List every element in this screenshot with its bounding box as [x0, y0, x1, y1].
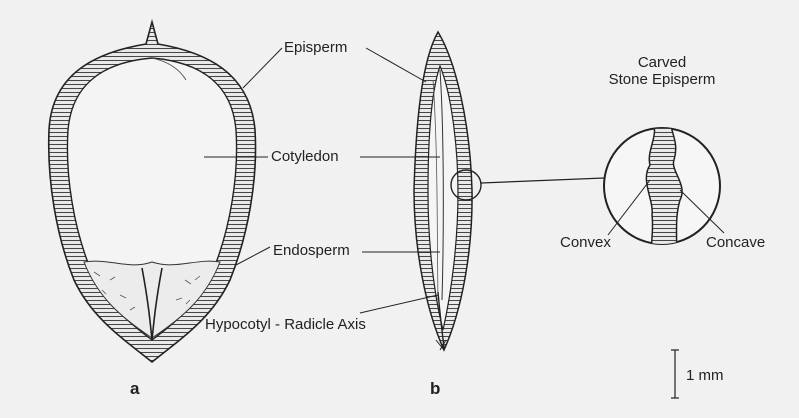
- label-episperm: Episperm: [284, 40, 347, 55]
- label-endosperm: Endosperm: [273, 243, 350, 258]
- label-concave: Concave: [706, 235, 765, 250]
- label-hypocotyl-radicle-axis: Hypocotyl - Radicle Axis: [205, 317, 366, 332]
- scale-bar-label: 1 mm: [686, 368, 724, 383]
- magnify-connector: [481, 178, 604, 183]
- label-carved-stone-episperm: Carved Stone Episperm: [600, 54, 724, 89]
- label-carved-line2: Stone Episperm: [600, 71, 724, 88]
- seed-a: [49, 22, 256, 362]
- panel-label-b: b: [430, 380, 440, 397]
- panel-label-a: a: [130, 380, 139, 397]
- label-carved-line1: Carved: [600, 54, 724, 71]
- zoom-inset: [604, 120, 720, 260]
- scale-bar: [671, 350, 679, 398]
- label-cotyledon: Cotyledon: [271, 149, 339, 164]
- label-convex: Convex: [560, 235, 611, 250]
